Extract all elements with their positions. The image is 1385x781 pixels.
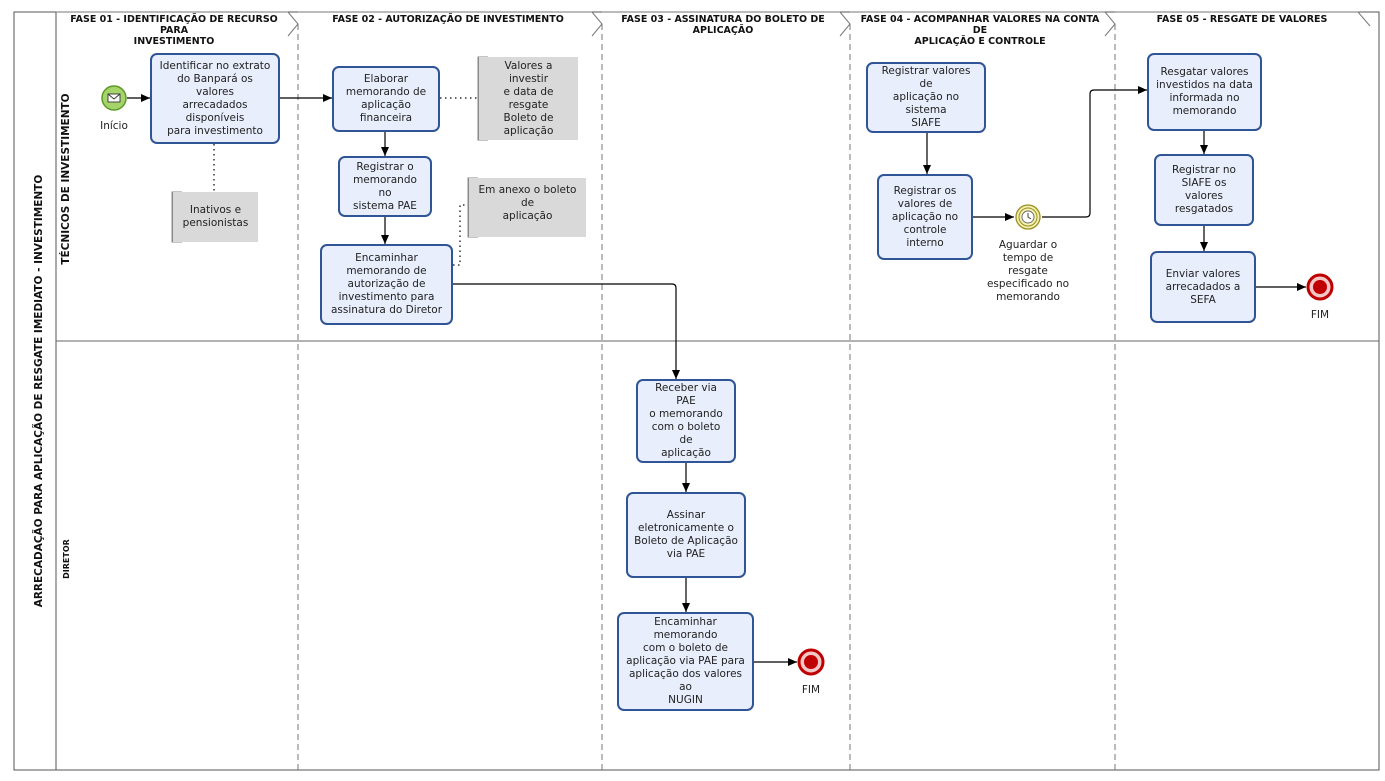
annotation-valores: Valores a investir e data de resgate Bol… [478,57,578,140]
task-registrar-controle[interactable]: Registrar os valores de aplicação no con… [877,174,973,260]
phase-title-1: FASE 01 - IDENTIFICAÇÃO DE RECURSO PARA … [70,14,278,47]
phase-header-band [56,11,1371,37]
annotation-inativos: Inativos e pensionistas [172,192,258,242]
phase-title-4: FASE 04 - ACOMPANHAR VALORES NA CONTA DE… [860,14,1100,47]
association-anexo [453,204,468,266]
lane-title-diretor: DIRETOR [62,539,71,579]
task-label: Enviar valores arrecadados a SEFA [1165,267,1241,306]
task-enviar-sefa[interactable]: Enviar valores arrecadados a SEFA [1150,251,1256,323]
task-label: Elaborar memorando de aplicação financei… [345,73,427,124]
timer-event-label: Aguardar o tempo de resgate especificado… [986,239,1070,303]
task-label: Assinar eletronicamente o Boleto de Apli… [634,509,738,560]
envelope-icon [107,93,121,103]
task-registrar-resgatados[interactable]: Registrar no SIAFE os valores resgatados [1154,154,1254,226]
phase-title-5: FASE 05 - RESGATE DE VALORES [1156,14,1328,25]
task-encaminhar-autorizacao[interactable]: Encaminhar memorando de autorização de i… [320,244,453,325]
terminate-icon [804,655,818,669]
end-event-diretor [797,648,825,676]
task-label: Encaminhar memorando com o boleto de apl… [626,616,745,706]
clock-icon [1021,210,1035,224]
task-label: Identificar no extrato do Banpará os val… [159,59,271,137]
task-label: Receber via PAE o memorando com o boleto… [649,382,723,459]
end-event-diretor-label: FIM [801,684,821,696]
task-label: Registrar no SIAFE os valores resgatados [1172,164,1236,215]
pool-title: ARRECADAÇÃO PARA APLICAÇÃO DE RESGATE IM… [33,174,45,608]
task-registrar-pae[interactable]: Registrar o memorando no sistema PAE [338,156,432,217]
flow-timer-resgatar [1042,86,1147,218]
task-elaborar-memorando[interactable]: Elaborar memorando de aplicação financei… [332,66,440,132]
task-registrar-siafe[interactable]: Registrar valores de aplicação no sistem… [866,62,986,133]
task-label: Registrar valores de aplicação no sistem… [881,65,971,129]
terminate-icon [1313,280,1327,294]
annotation-anexo: Em anexo o boleto de aplicação [468,178,586,237]
timer-event [1015,204,1041,230]
task-resgatar-valores[interactable]: Resgatar valores investidos na data info… [1147,53,1262,131]
end-event-tecnicos [1306,273,1334,301]
task-label: Encaminhar memorando de autorização de i… [330,252,443,316]
task-receber-pae[interactable]: Receber via PAE o memorando com o boleto… [636,379,736,463]
start-event [101,85,127,111]
task-encaminhar-nugin[interactable]: Encaminhar memorando com o boleto de apl… [617,612,754,711]
end-event-tecnicos-label: FIM [1310,309,1330,321]
task-assinar-boleto[interactable]: Assinar eletronicamente o Boleto de Apli… [626,492,746,578]
task-label: Registrar o memorando no sistema PAE [353,160,417,212]
flow-encaminhar-receber [452,283,680,379]
task-label: Registrar os valores de aplicação no con… [891,184,959,249]
start-event-label: Início [100,120,128,132]
phase-title-2: FASE 02 - AUTORIZAÇÃO DE INVESTIMENTO [332,14,564,25]
phase-title-3: FASE 03 - ASSINATURA DO BOLETO DE APLICA… [621,14,825,36]
task-label: Resgatar valores investidos na data info… [1156,66,1253,117]
task-identificar[interactable]: Identificar no extrato do Banpará os val… [150,53,280,144]
lane-title-tecnicos: TÉCNICOS DE INVESTIMENTO [60,93,72,265]
